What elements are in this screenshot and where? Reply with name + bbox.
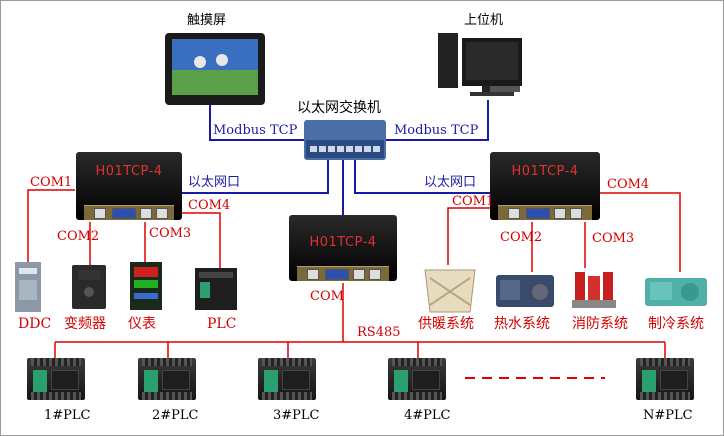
com1-line-right [447,207,490,265]
com2-right-label: COM2 [500,230,543,245]
modbus-line-touchscreen [209,105,306,141]
com3-right-label: COM3 [592,231,635,246]
gateway-center: H01TCP-4 [289,215,397,281]
com1-left-label: COM1 [30,175,73,190]
com4-left-label: COM4 [188,198,231,213]
eth-port-right-label: 以太网口 [424,175,477,190]
ddc-icon [15,262,41,312]
gateway-center-title: H01TCP-4 [309,235,377,250]
heating-system-icon [424,269,476,313]
device-label-meter: 仪表 [128,316,156,332]
com4-line-left [180,212,221,268]
vfd-icon [72,265,106,309]
plc-label-1: 1#PLC [44,408,91,423]
gateway-right-title: H01TCP-4 [511,164,579,179]
plc-label-3: 3#PLC [273,408,320,423]
com-center-label: COM [310,289,344,304]
modbus-tcp-left-label: Modbus TCP [213,123,298,138]
ethernet-switch-icon [304,120,386,160]
modbus-line-hostpc [386,100,489,141]
cooling-system-icon [645,278,707,306]
plc-unit-3 [258,358,316,400]
touch-screen-label: 触摸屏 [187,13,227,28]
device-label-fire: 消防系统 [572,316,628,332]
touch-screen-icon [165,33,265,105]
eth-line-left-gateway [182,160,329,194]
com3-left-label: COM3 [149,226,192,241]
modbus-tcp-right-label: Modbus TCP [394,123,479,138]
host-pc-label: 上位机 [464,13,504,28]
com4-line-right [600,192,681,272]
plc-label-4: 4#PLC [404,408,451,423]
device-label-cooling: 制冷系统 [648,316,704,332]
fire-system-icon [572,272,616,308]
plc-unit-4 [388,358,446,400]
eth-line-right-gateway [354,160,490,194]
device-label-heating: 供暖系统 [418,316,474,332]
host-pc-icon [438,33,522,96]
meter-icon [130,262,162,310]
device-label-plc: PLC [207,316,237,332]
gateway-left-title: H01TCP-4 [95,164,163,179]
hot-water-system-icon [496,275,554,307]
plc-device-icon [195,268,237,310]
plc-unit-2 [138,358,196,400]
com1-line-left [27,189,75,262]
device-label-vfd: 变频器 [64,316,106,332]
eth-port-left-label: 以太网口 [188,175,241,190]
switch-label: 以太网交换机 [297,100,381,116]
device-label-hot-water: 热水系统 [494,316,550,332]
plc-label-n: N#PLC [643,408,693,423]
rs485-label: RS485 [357,325,401,340]
plc-unit-1 [27,358,85,400]
com1-right-label: COM1 [452,194,495,209]
plc-label-2: 2#PLC [152,408,199,423]
plc-unit-n [636,358,694,400]
gateway-right: H01TCP-4 [490,152,600,220]
com4-right-label: COM4 [607,177,650,192]
gateway-left: H01TCP-4 [76,152,182,220]
com2-left-label: COM2 [57,229,100,244]
device-label-ddc: DDC [18,316,52,332]
